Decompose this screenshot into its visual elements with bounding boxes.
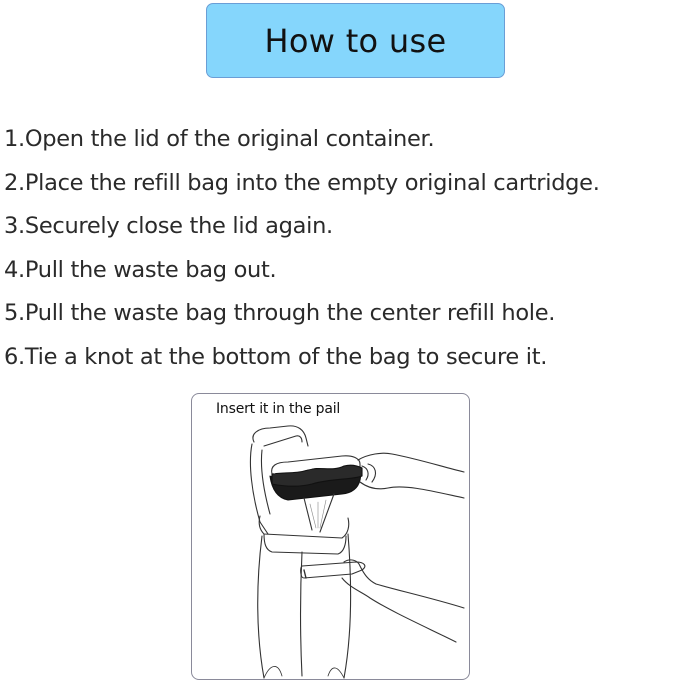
pail-handle-icon xyxy=(300,561,366,579)
step-2: 2.Place the refill bag into the empty or… xyxy=(4,169,600,196)
refill-cartridge-icon xyxy=(269,455,363,501)
step-5: 5.Pull the waste bag through the center … xyxy=(4,300,556,326)
page-title: How to use xyxy=(264,21,447,60)
pail-body-icon xyxy=(257,515,352,679)
step-3: 3.Securely close the lid again. xyxy=(4,213,333,239)
step-6: 6.Tie a knot at the bottom of the bag to… xyxy=(4,343,548,370)
step-1: 1.Open the lid of the original container… xyxy=(4,126,435,152)
waste-bag-icon xyxy=(303,493,335,533)
illustration-frame: Insert it in the pail xyxy=(191,393,470,680)
step-4: 4.Pull the waste bag out. xyxy=(4,256,277,283)
illustration-caption: Insert it in the pail xyxy=(216,401,341,417)
hand-lower-icon xyxy=(341,559,465,643)
instruction-steps-list: 1.Open the lid of the original container… xyxy=(4,118,600,379)
pail-lid-icon xyxy=(249,425,309,535)
hand-upper-icon xyxy=(357,452,465,499)
pail-insert-illustration xyxy=(249,425,465,679)
how-to-use-header: How to use xyxy=(206,3,505,78)
